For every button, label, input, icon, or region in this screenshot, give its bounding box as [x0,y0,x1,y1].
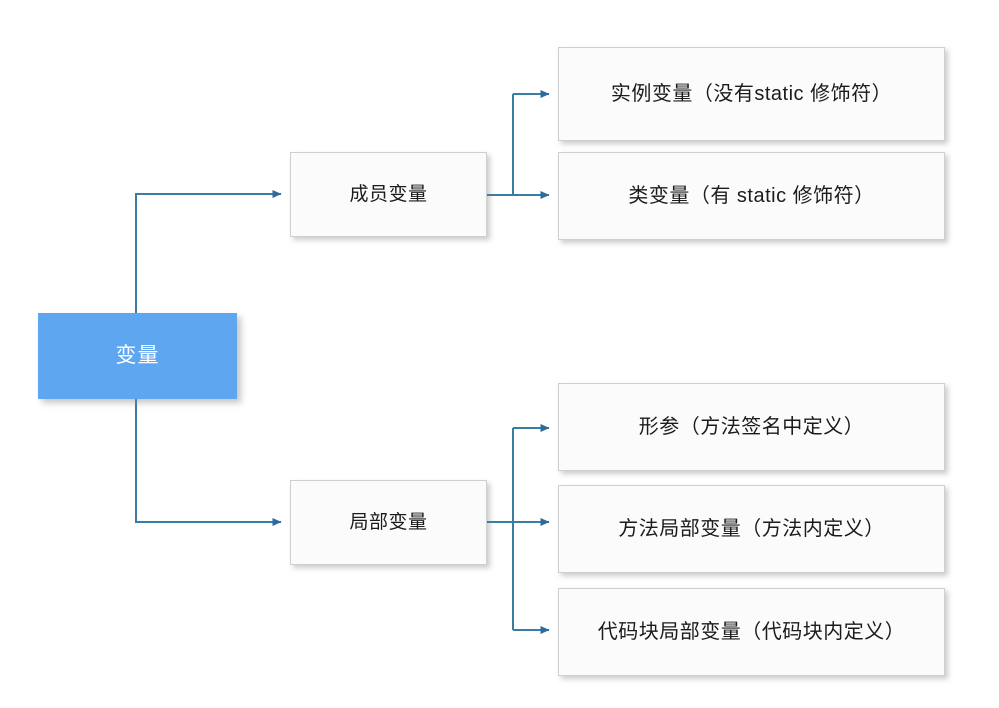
leaf-node-formal-parameter[interactable]: 形参（方法签名中定义） [558,383,945,471]
branch-node-local-variable[interactable]: 局部变量 [290,480,487,565]
leaf-node-method-local-variable[interactable]: 方法局部变量（方法内定义） [558,485,945,573]
root-node-variable[interactable]: 变量 [38,313,237,399]
branch-node-member-variable[interactable]: 成员变量 [290,152,487,237]
leaf-node-class-variable[interactable]: 类变量（有 static 修饰符） [558,152,945,240]
leaf-node-instance-variable[interactable]: 实例变量（没有static 修饰符） [558,47,945,141]
leaf-node-block-local-variable[interactable]: 代码块局部变量（代码块内定义） [558,588,945,676]
connector-root-to-member [135,190,282,313]
connector-root-to-local [135,398,282,526]
